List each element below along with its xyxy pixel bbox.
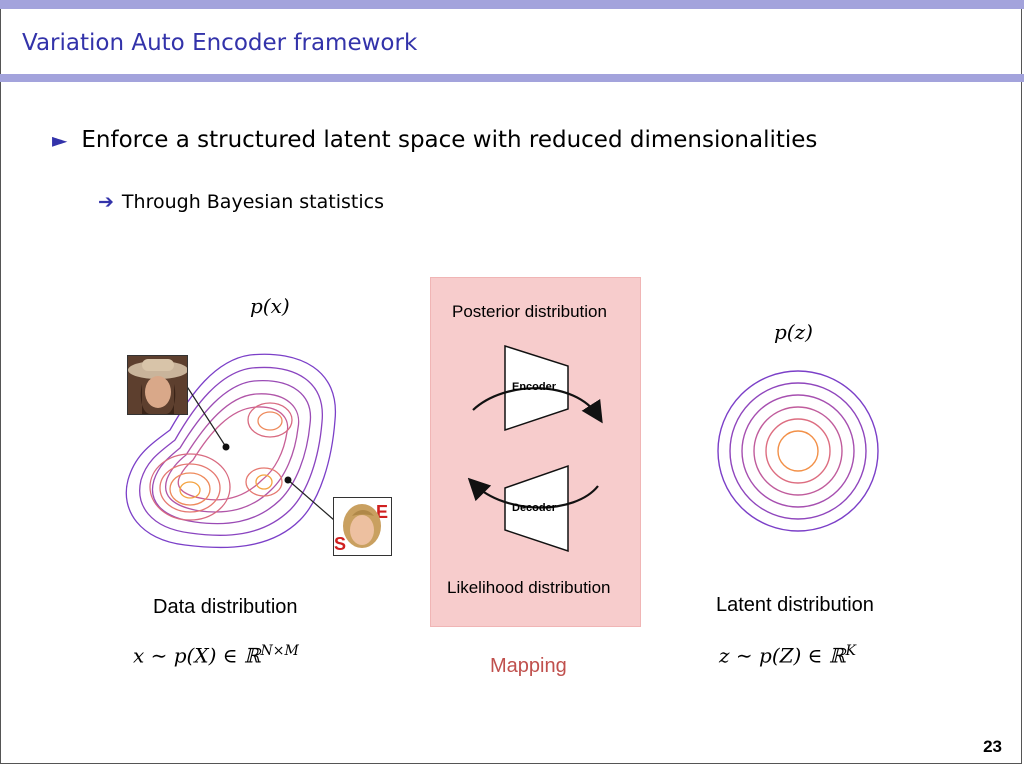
title-separator-band [0, 74, 1024, 82]
data-formula: x ∼ p(X) ∈ ℝN×M [133, 643, 299, 668]
mapping-caption: Mapping [490, 655, 567, 677]
latent-distribution-math-label: p(z) [774, 320, 813, 344]
encoder-label: Encoder [512, 381, 557, 393]
decoder-arrow [467, 477, 599, 509]
arrow-right-icon: ➔ [98, 191, 114, 213]
data-contour-10 [247, 402, 293, 438]
data-distribution-contours [125, 353, 337, 549]
svg-text:S: S [334, 534, 346, 554]
data-contour-9 [179, 481, 201, 499]
pointer-line-1 [185, 384, 227, 448]
data-contour-12 [245, 467, 283, 497]
latent-contour-2 [729, 382, 867, 520]
data-contour-5 [177, 406, 289, 501]
data-contour-1 [125, 353, 337, 549]
data-contour-3 [152, 380, 312, 525]
latent-distribution-caption: Latent distribution [716, 594, 874, 616]
decoder-label: Decoder [512, 502, 557, 514]
mapping-box [430, 277, 641, 627]
encoder-arrow [472, 387, 603, 424]
latent-formula: z ∼ p(Z) ∈ ℝK [719, 643, 856, 668]
latent-distribution-contours [717, 370, 879, 532]
latent-formula-main: z ∼ p(Z) ∈ ℝ [719, 643, 846, 668]
sample-point-2 [284, 476, 292, 484]
latent-formula-superscript: K [845, 643, 856, 659]
data-contour-4 [165, 393, 300, 513]
data-contour-8 [169, 472, 211, 506]
latent-contour-3 [741, 394, 855, 508]
top-color-band [0, 0, 1024, 9]
data-formula-superscript: N×M [260, 643, 299, 659]
latent-contour-6 [777, 430, 819, 472]
main-bullet: ► Enforce a structured latent space with… [52, 127, 817, 153]
data-contour-11 [257, 411, 283, 431]
latent-contour-5 [765, 418, 831, 484]
data-contour-2 [139, 366, 323, 536]
pointer-line-2 [287, 479, 335, 521]
latent-contour-4 [753, 406, 843, 496]
latent-contour-1 [717, 370, 879, 532]
face-photo-blonde: E S [333, 497, 392, 556]
sub-bullet: ➔ Through Bayesian statistics [98, 191, 384, 213]
data-contour-6 [149, 453, 231, 521]
triangle-bullet-icon: ► [52, 128, 68, 152]
page-number: 23 [983, 737, 1002, 756]
face-photo-cowboy-hat [127, 355, 188, 415]
posterior-label: Posterior distribution [452, 302, 607, 321]
data-distribution-caption: Data distribution [153, 596, 298, 618]
data-formula-main: x ∼ p(X) ∈ ℝ [133, 643, 261, 668]
sample-point-1 [222, 443, 230, 451]
sub-bullet-text: Through Bayesian statistics [121, 191, 384, 213]
main-bullet-text: Enforce a structured latent space with r… [81, 127, 818, 153]
likelihood-label: Likelihood distribution [447, 578, 611, 597]
data-contour-13 [255, 474, 273, 490]
data-distribution-math-label: p(x) [250, 294, 290, 318]
slide-title: Variation Auto Encoder framework [22, 30, 418, 56]
data-contour-7 [159, 463, 221, 513]
